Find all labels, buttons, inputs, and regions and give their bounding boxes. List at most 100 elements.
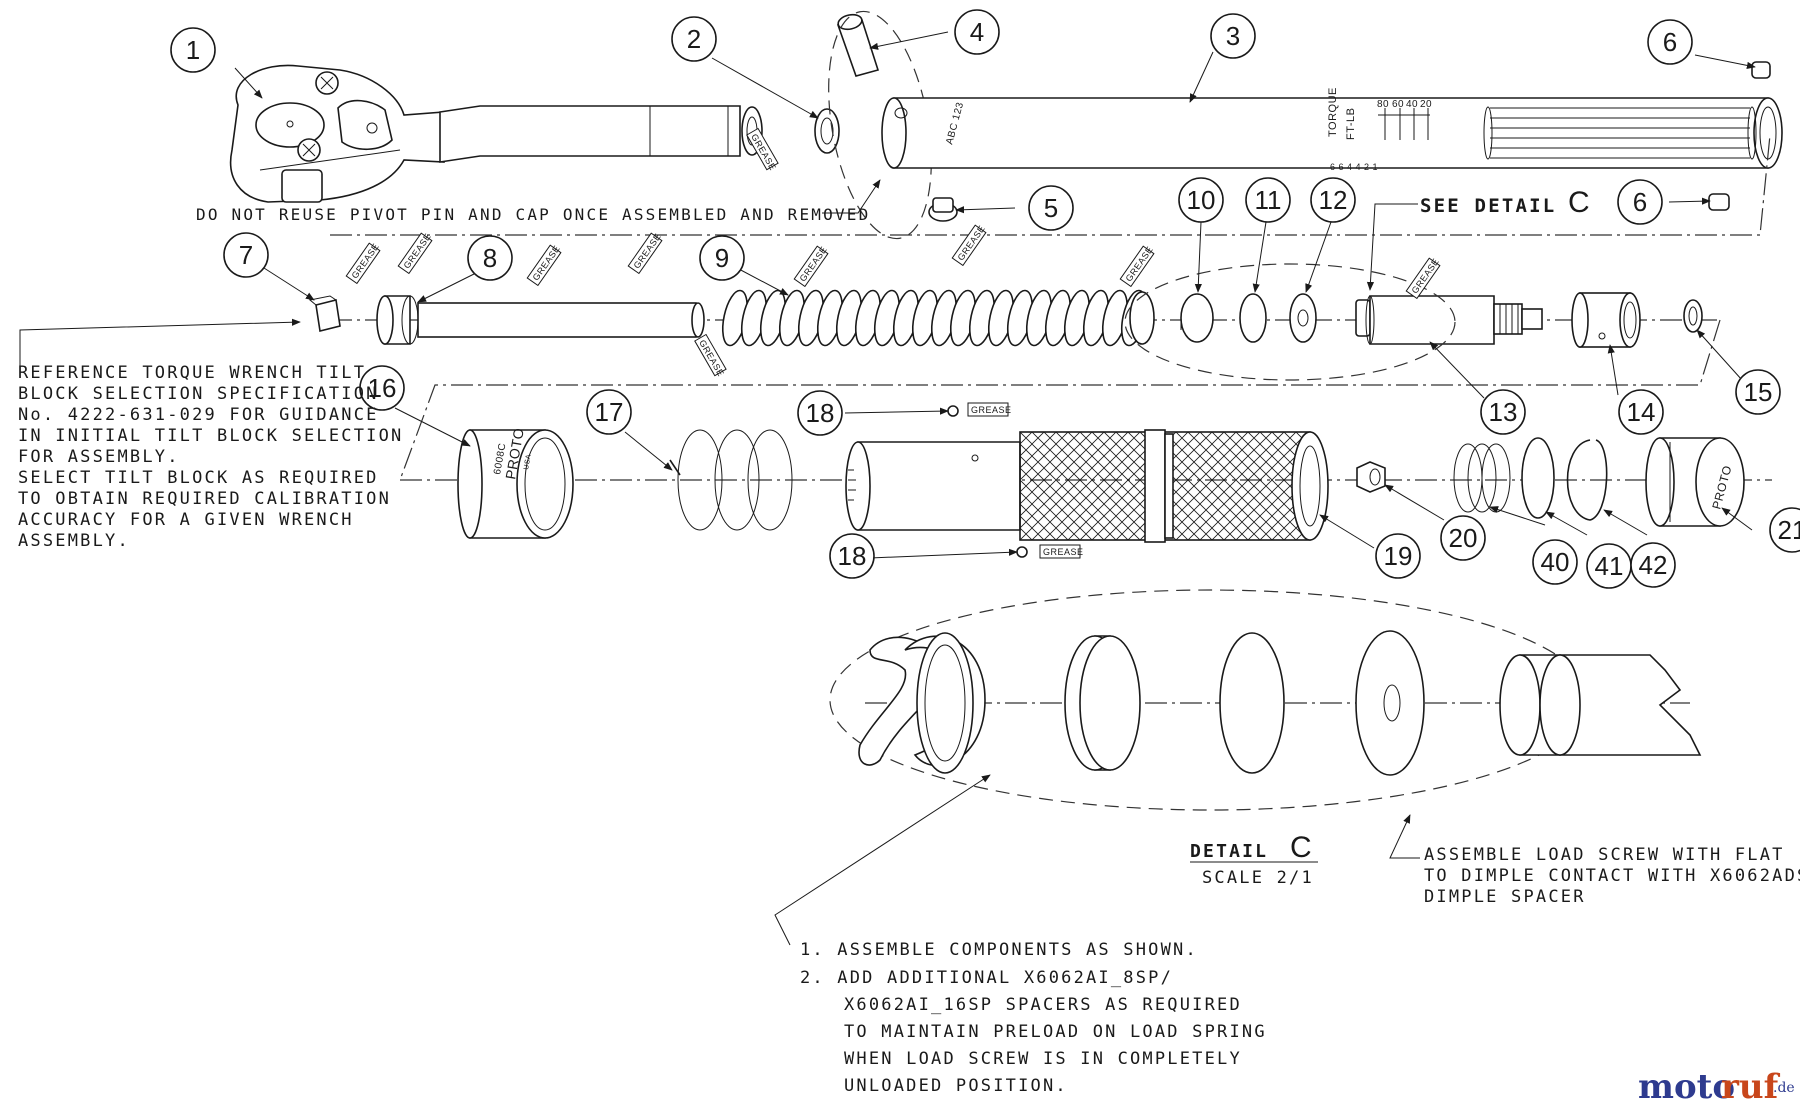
- part-balloon: 15: [1735, 369, 1781, 415]
- balloon-number: 10: [1187, 185, 1216, 215]
- balloon-circle: [1440, 515, 1486, 561]
- tilt-note-line: BLOCK SELECTION SPECIFICATION: [18, 384, 379, 404]
- grease-tag-label: GREASE: [531, 243, 562, 282]
- balloon-circle: [1210, 13, 1256, 59]
- balloon-number: 11: [1255, 185, 1282, 215]
- see-detail-note: SEE DETAIL: [1420, 195, 1556, 217]
- balloon-circle: [797, 390, 843, 436]
- tilt-block-note: REFERENCE TORQUE WRENCH TILT BLOCK SELEC…: [18, 363, 401, 551]
- disc-part-41: [1521, 437, 1555, 519]
- assembly-note-line: UNLOADED POSITION.: [844, 1076, 1068, 1096]
- balloon-circle: [1178, 177, 1224, 223]
- spring-part-40: [1453, 443, 1511, 513]
- tilt-note-line: ACCURACY FOR A GIVEN WRENCH: [18, 510, 354, 530]
- balloon-number: 3: [1226, 21, 1240, 51]
- part-balloon: 18: [829, 533, 875, 579]
- load-screw-note-line: TO DIMPLE CONTACT WITH X6062ADSP: [1424, 866, 1800, 886]
- balloon-number: 4: [970, 17, 984, 47]
- grease-tag: GREASE: [694, 333, 727, 378]
- part-balloon: 41: [1586, 543, 1632, 589]
- balloon-number: 17: [595, 397, 624, 427]
- grease-tag-label: GREASE: [350, 241, 381, 280]
- watermark-part-b: ruf: [1721, 1067, 1781, 1107]
- grease-tag-label: GREASE: [798, 244, 829, 283]
- balloon-number: 12: [1319, 185, 1348, 215]
- part-balloon: 4: [954, 9, 1000, 55]
- watermark-part-a: moto: [1638, 1067, 1735, 1107]
- balloon-number: 5: [1044, 193, 1058, 223]
- part-balloon: 13: [1480, 389, 1526, 435]
- balloon-circle: [1618, 389, 1664, 435]
- balloon-number: 8: [483, 243, 497, 273]
- balloon-number: 14: [1627, 397, 1656, 427]
- balloon-number: 40: [1541, 547, 1570, 577]
- plug-part-6a: [1751, 61, 1771, 79]
- tube-tick-80: 80: [1377, 99, 1389, 110]
- part-balloon: 12: [1310, 177, 1356, 223]
- grease-tag: GREASE: [951, 223, 987, 267]
- ring-part-15: [1683, 299, 1703, 333]
- grease-tag: GREASE: [1119, 244, 1155, 288]
- part-balloon: 19: [1375, 533, 1421, 579]
- watermark-suffix: .de: [1773, 1080, 1795, 1096]
- assembly-note-line: 2. ADD ADDITIONAL X6062AI_8SP/: [800, 968, 1173, 988]
- balloon-number: 15: [1744, 377, 1773, 407]
- balloon-number: 1: [186, 35, 200, 65]
- balloon-circle: [1735, 369, 1781, 415]
- load-screw-part-13: [1355, 295, 1543, 345]
- part-balloon: 16: [359, 365, 405, 411]
- balloon-circle: [170, 27, 216, 73]
- balloon-number: 41: [1595, 551, 1624, 581]
- assembly-notes: 1. ASSEMBLE COMPONENTS AS SHOWN. 2. ADD …: [800, 940, 1265, 1096]
- balloon-circle: [359, 365, 405, 411]
- balloon-number: 2: [687, 24, 701, 54]
- balloon-circle: [1245, 177, 1291, 223]
- detail-title: DETAIL: [1190, 841, 1268, 862]
- balloon-number: 9: [715, 243, 729, 273]
- balloon-circle: [699, 235, 745, 281]
- washer-part-2: [814, 108, 840, 154]
- part-balloon: 40: [1532, 539, 1578, 585]
- part-balloon: 6: [1617, 179, 1663, 225]
- grease-tag: GREASE: [397, 231, 433, 275]
- balloon-number: 16: [368, 373, 397, 403]
- balloon-number: 13: [1489, 397, 1518, 427]
- assembly-note-line: X6062AI_16SP SPACERS AS REQUIRED: [844, 995, 1242, 1015]
- grease-tag-label: GREASE: [1043, 547, 1084, 557]
- balloon-circle: [1630, 542, 1676, 588]
- balloon-circle: [1617, 179, 1663, 225]
- tilt-note-line: SELECT TILT BLOCK AS REQUIRED: [18, 468, 379, 488]
- tube-low-ticks: 6 6 4 4 2 1: [1330, 162, 1378, 172]
- grease-tag-label: GREASE: [632, 231, 663, 270]
- balloon-circle: [829, 533, 875, 579]
- spacer-part-10: [1180, 293, 1214, 343]
- tilt-note-line: TO OBTAIN REQUIRED CALIBRATION: [18, 489, 391, 509]
- balloon-circle: [467, 235, 513, 281]
- tilt-note-line: ASSEMBLY.: [18, 531, 130, 551]
- tilt-cube-part-7: [308, 295, 341, 332]
- tube-torque-mark: TORQUE: [1327, 87, 1339, 137]
- grease-tag-label: GREASE: [956, 223, 987, 262]
- grease-tag-label: GREASE: [971, 405, 1012, 415]
- part-balloon: 6: [1647, 19, 1693, 65]
- grease-tag: GREASE: [345, 241, 381, 285]
- grease-tag: GREASE: [627, 231, 663, 275]
- tube-tick-40: 40: [1406, 99, 1418, 110]
- grease-tag: GREASE: [1039, 544, 1084, 559]
- load-screw-note: ASSEMBLE LOAD SCREW WITH FLAT TO DIMPLE …: [1424, 845, 1800, 907]
- grease-tag: GREASE: [1405, 256, 1441, 300]
- balloon-number: 6: [1663, 27, 1677, 57]
- see-detail-letter: C: [1568, 186, 1590, 219]
- balloon-circle: [1532, 539, 1578, 585]
- tilt-note-line: FOR ASSEMBLY.: [18, 447, 180, 467]
- hex-nut-part-20: [1356, 461, 1386, 493]
- tilt-note-line: No. 4222-631-029 FOR GUIDANCE: [18, 405, 379, 425]
- tube-ftlb-mark: FT-LB: [1345, 108, 1357, 140]
- detail-c-view: [829, 589, 1702, 811]
- balloon-circle: [1375, 533, 1421, 579]
- balloon-circle: [1028, 185, 1074, 231]
- balloon-circle: [1647, 19, 1693, 65]
- grease-tag: GREASE: [793, 244, 829, 288]
- ratchet-head-part: [229, 64, 445, 203]
